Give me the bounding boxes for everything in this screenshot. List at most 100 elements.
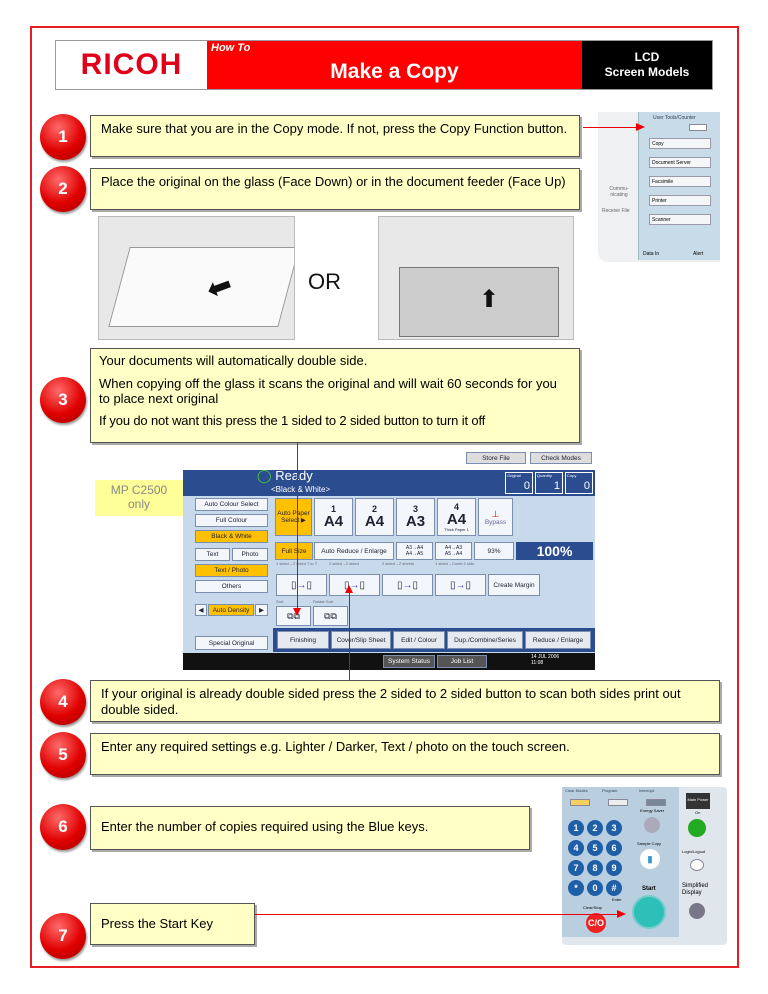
duplex-button[interactable]: ▯→▯ bbox=[329, 574, 380, 596]
text-button[interactable]: Text bbox=[195, 548, 230, 561]
function-key[interactable] bbox=[570, 799, 590, 806]
label: User Tools/Counter bbox=[653, 115, 696, 121]
duplex-button[interactable]: ▯→▯ bbox=[382, 574, 433, 596]
counter-label: Quantity bbox=[537, 473, 552, 478]
bypass-button[interactable]: ⊥Bypass bbox=[478, 498, 513, 536]
duplex-label: 2 sided→2 sided bbox=[329, 561, 359, 566]
function-tab[interactable]: Finishing bbox=[277, 631, 329, 649]
label: Alert bbox=[693, 251, 704, 257]
others-button[interactable]: Others bbox=[195, 580, 268, 593]
number-key[interactable]: 5 bbox=[587, 840, 603, 856]
number-key[interactable]: # bbox=[606, 880, 622, 896]
tray-number: 4 bbox=[453, 501, 459, 512]
counter-value: 0 bbox=[583, 479, 590, 492]
step-number: 2 bbox=[40, 166, 86, 212]
rotate-sort-button[interactable]: ⧉⧉ bbox=[313, 606, 348, 626]
clear-stop-button[interactable]: C/O bbox=[586, 913, 606, 933]
simplified-display-button[interactable] bbox=[689, 903, 705, 919]
step-4-text: If your original is already double sided… bbox=[90, 680, 720, 722]
energy-saver-button[interactable] bbox=[644, 817, 660, 833]
function-key[interactable] bbox=[608, 799, 628, 806]
time: 11:08 bbox=[531, 660, 544, 666]
job-list-button[interactable]: Job List bbox=[437, 655, 487, 668]
darker-button[interactable]: ▶ bbox=[255, 604, 268, 616]
function-button[interactable]: Document Server bbox=[649, 157, 711, 168]
full-size-button[interactable]: Full Size bbox=[275, 542, 313, 560]
auto-paper-select-button[interactable]: Auto Paper Select ▶ bbox=[275, 498, 312, 536]
number-key[interactable]: 0 bbox=[587, 880, 603, 896]
arrow-head-icon bbox=[293, 608, 301, 616]
function-tab[interactable]: Dup./Combine/Series bbox=[447, 631, 523, 649]
label: On bbox=[695, 810, 701, 815]
number-key[interactable]: 4 bbox=[568, 840, 584, 856]
number-key[interactable]: 3 bbox=[606, 820, 622, 836]
glass-placement-photo: ⬅ bbox=[98, 216, 295, 340]
arrow-line bbox=[297, 443, 298, 613]
number-key[interactable]: 1 bbox=[568, 820, 584, 836]
number-key[interactable]: 2 bbox=[587, 820, 603, 836]
login-logout-button[interactable] bbox=[690, 859, 704, 871]
main-power-switch[interactable]: Main Power bbox=[686, 793, 710, 809]
function-tab[interactable]: Edit / Colour bbox=[393, 631, 445, 649]
special-original-button[interactable]: Special Original bbox=[195, 636, 268, 650]
auto-reduce-enlarge-button[interactable]: Auto Reduce / Enlarge bbox=[314, 542, 394, 560]
enlarge-preset-button[interactable]: A4→A3 A5→A4 bbox=[435, 542, 472, 560]
sample-copy-button[interactable]: ▮ bbox=[640, 849, 660, 869]
power-on-button[interactable] bbox=[688, 819, 706, 837]
function-tab[interactable]: Reduce / Enlarge bbox=[525, 631, 591, 649]
badge-line: LCD bbox=[634, 50, 660, 64]
store-file-button[interactable]: Store File bbox=[466, 452, 526, 464]
function-tab[interactable]: Cover/Slip Sheet bbox=[331, 631, 391, 649]
function-key[interactable] bbox=[646, 799, 666, 806]
label: Commu-nicating bbox=[609, 186, 629, 198]
function-button[interactable]: Facsimile bbox=[649, 176, 711, 187]
system-status-button[interactable]: System Status bbox=[383, 655, 435, 668]
label: Energy Saver bbox=[640, 808, 665, 813]
number-key[interactable]: 7 bbox=[568, 860, 584, 876]
label: Receive File bbox=[602, 208, 630, 214]
arrow-line bbox=[349, 590, 350, 680]
duplex-button[interactable]: ▯→▯ bbox=[276, 574, 327, 596]
colour-mode-button[interactable]: Full Colour bbox=[195, 514, 268, 527]
number-key[interactable]: 8 bbox=[587, 860, 603, 876]
colour-mode-button[interactable]: Auto Colour Select bbox=[195, 498, 268, 511]
zoom-readout: 100% bbox=[516, 542, 593, 560]
duplex-button[interactable]: ▯→▯ bbox=[435, 574, 486, 596]
number-key[interactable]: * bbox=[568, 880, 584, 896]
step-2-text: Place the original on the glass (Face Do… bbox=[90, 168, 580, 210]
arrow-line bbox=[255, 914, 617, 915]
number-key[interactable]: 6 bbox=[606, 840, 622, 856]
colour-mode-button[interactable]: Black & White bbox=[195, 530, 268, 543]
reduce-preset-button[interactable]: A3→A4 A4→A5 bbox=[396, 542, 433, 560]
check-modes-button[interactable]: Check Modes bbox=[530, 452, 592, 464]
user-tools-button[interactable] bbox=[689, 124, 707, 131]
arrow-up-icon: ⬆ bbox=[479, 286, 500, 313]
text-photo-button[interactable]: Text / Photo bbox=[195, 564, 268, 577]
lcd-screen: Store File Check Modes ◯ Ready <Black & … bbox=[183, 448, 595, 670]
function-button[interactable]: Printer bbox=[649, 195, 711, 206]
label: Bypass bbox=[484, 518, 507, 526]
start-button[interactable] bbox=[632, 895, 666, 929]
sort-button[interactable]: ⧉⧉ bbox=[276, 606, 311, 626]
93-percent-button[interactable]: 93% bbox=[474, 542, 514, 560]
number-key[interactable]: 9 bbox=[606, 860, 622, 876]
function-button[interactable]: Scanner bbox=[649, 214, 711, 225]
auto-density-button[interactable]: Auto Density bbox=[208, 604, 254, 616]
arrow-line bbox=[583, 127, 638, 128]
function-button[interactable]: Copy bbox=[649, 138, 711, 149]
counter-label: Copy bbox=[567, 473, 577, 478]
tray-number: 1 bbox=[330, 504, 336, 514]
lighter-button[interactable]: ◀ bbox=[195, 604, 207, 616]
arrow-head-icon bbox=[617, 910, 626, 918]
create-margin-button[interactable]: Create Margin bbox=[488, 574, 540, 596]
counter-value: 1 bbox=[553, 479, 560, 492]
duplex-label: 2 sided→2 sheets bbox=[382, 561, 415, 566]
step-number: 3 bbox=[40, 377, 86, 423]
photo-button[interactable]: Photo bbox=[232, 548, 268, 561]
